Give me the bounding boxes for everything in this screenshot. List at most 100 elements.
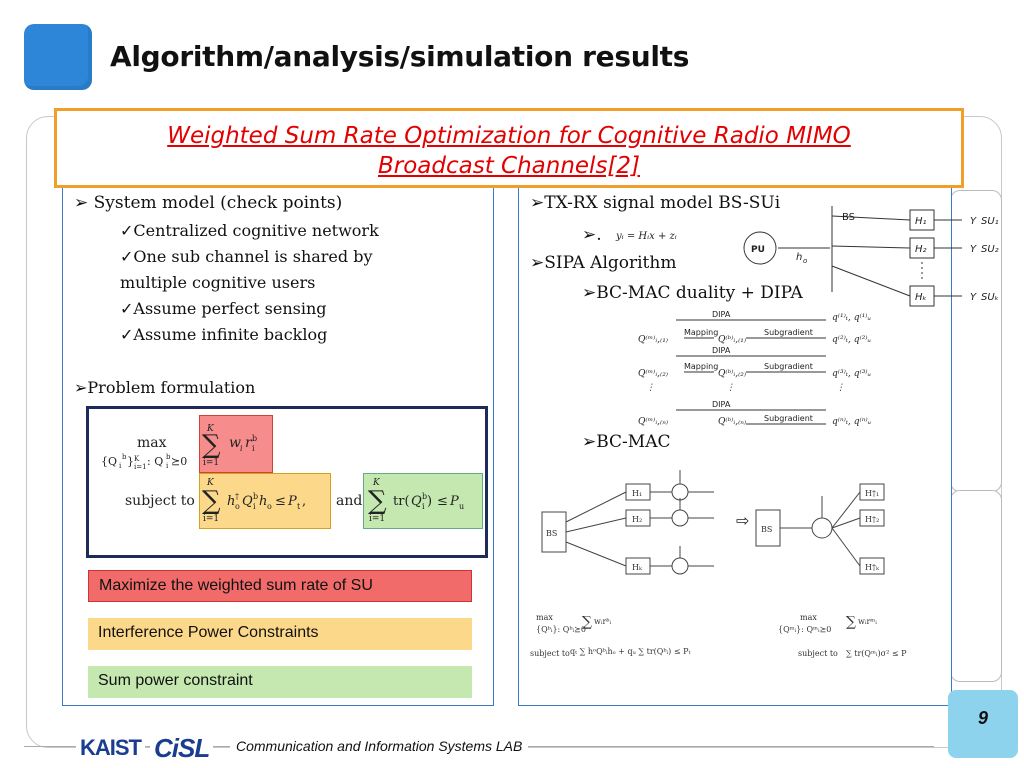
svg-text:∑: ∑ — [582, 614, 592, 630]
svg-text:SU₁: SU₁ — [981, 216, 999, 227]
dipa-diagram: DIPA Mapping Subgradient DIPA Mapping Su… — [638, 310, 872, 427]
svg-text:r: r — [245, 435, 253, 451]
svg-text:i: i — [166, 462, 169, 470]
svg-text:{Qᵐᵢ}: Qᵐᵢ⪰0: {Qᵐᵢ}: Qᵐᵢ⪰0 — [778, 625, 831, 634]
svg-text:u: u — [459, 502, 464, 511]
svg-text:i: i — [119, 462, 122, 470]
svg-text:K: K — [206, 478, 215, 488]
right-panel — [518, 182, 952, 706]
svg-text:): ) — [427, 494, 432, 509]
svg-text:∑: ∑ — [846, 614, 856, 630]
svg-text:i: i — [253, 502, 256, 511]
bcmac-heading: ➢BC-MAC — [582, 432, 671, 452]
svg-text:K: K — [372, 478, 381, 488]
duality-heading: ➢BC-MAC duality + DIPA — [582, 283, 803, 303]
svg-text:i=1: i=1 — [369, 514, 385, 524]
svg-text:tr(: tr( — [393, 494, 410, 509]
svg-text:wᵢrᵇᵢ: wᵢrᵇᵢ — [594, 617, 611, 626]
title-accent-square — [24, 24, 92, 90]
svg-text:⋮: ⋮ — [646, 383, 655, 393]
page-title: Algorithm/analysis/simulation results — [110, 40, 690, 73]
signal-equation-bullet: ➢. — [582, 225, 602, 245]
svg-text:Q⁽ᵐ⁾ᵢ,₍₁₎: Q⁽ᵐ⁾ᵢ,₍₁₎ — [638, 334, 668, 345]
check-item: ✓One sub channel is shared by — [120, 247, 373, 266]
objective-highlight — [199, 415, 273, 473]
svg-text:Y: Y — [970, 244, 977, 255]
svg-text:K: K — [134, 455, 140, 463]
svg-text:Y: Y — [970, 292, 977, 303]
svg-text:H₁: H₁ — [915, 216, 927, 227]
svg-text:h: h — [259, 494, 267, 509]
svg-text:K: K — [206, 424, 215, 434]
svg-text:o: o — [803, 257, 807, 265]
svg-text:DIPA: DIPA — [712, 400, 731, 409]
page-number-box: 9 — [948, 690, 1018, 758]
svg-text:SU₂: SU₂ — [981, 244, 999, 255]
svg-text:{Q: {Q — [101, 455, 117, 468]
subtitle-box: Weighted Sum Rate Optimization for Cogni… — [54, 108, 964, 188]
svg-text:{Qᵇᵢ}: Qᵇᵢ⪰0: {Qᵇᵢ}: Qᵇᵢ⪰0 — [536, 625, 586, 634]
svg-text:i=1: i=1 — [134, 463, 147, 471]
svg-text:i=1: i=1 — [203, 458, 219, 468]
svg-text:Q⁽ᵐ⁾ᵢ,₍ₙ₎: Q⁽ᵐ⁾ᵢ,₍ₙ₎ — [638, 416, 668, 427]
svg-text:}: } — [127, 455, 134, 468]
svg-text:H₁: H₁ — [632, 489, 642, 498]
svg-text:Q⁽ᵇ⁾ᵢ,₍₁₎: Q⁽ᵇ⁾ᵢ,₍₁₎ — [718, 334, 746, 345]
svg-text:wᵢrᵐᵢ: wᵢrᵐᵢ — [858, 617, 877, 626]
check-item: ✓Centralized cognitive network — [120, 221, 379, 240]
svg-text:o: o — [235, 502, 240, 511]
svg-text:qₜ ∑ hᵒQᵇᵢhₒ + qᵤ ∑ tr(Qᵇᵢ) ≤: qₜ ∑ hᵒQᵇᵢhₒ + qᵤ ∑ tr(Qᵇᵢ) ≤ Pₜ — [570, 647, 690, 656]
side-decor-box — [950, 490, 1002, 682]
svg-text:i: i — [252, 444, 255, 453]
power-statement: Sum power constraint — [88, 666, 472, 698]
svg-text:b: b — [122, 453, 127, 461]
svg-text:†: † — [235, 492, 239, 501]
svg-text:BS: BS — [546, 529, 557, 538]
svg-text:h: h — [227, 494, 235, 509]
sipa-heading: ➢SIPA Algorithm — [530, 253, 677, 273]
svg-text:subject to: subject to — [125, 493, 195, 509]
svg-text:b: b — [166, 453, 171, 461]
svg-text:Q⁽ᵇ⁾ᵢ,₍₂₎: Q⁽ᵇ⁾ᵢ,₍₂₎ — [718, 368, 746, 379]
svg-text:subject to: subject to — [798, 649, 838, 658]
svg-text:≤: ≤ — [275, 494, 286, 509]
svg-text:≤: ≤ — [437, 494, 448, 509]
svg-text:⇨: ⇨ — [736, 511, 749, 530]
interference-statement: Interference Power Constraints — [88, 618, 472, 650]
svg-text:∑: ∑ — [202, 486, 221, 516]
svg-text:Q: Q — [242, 494, 253, 509]
svg-text:Y: Y — [970, 216, 977, 227]
svg-text:b: b — [252, 434, 257, 443]
svg-text:: Q: : Q — [147, 455, 163, 468]
check-item: multiple cognitive users — [120, 273, 316, 292]
svg-text:i=1: i=1 — [203, 514, 219, 524]
svg-text:q⁽ⁿ⁾ₜ, q⁽ⁿ⁾ᵤ: q⁽ⁿ⁾ₜ, q⁽ⁿ⁾ᵤ — [832, 416, 872, 427]
svg-text:w: w — [229, 435, 241, 451]
svg-text:Subgradient: Subgradient — [764, 362, 813, 371]
svg-text:H₂: H₂ — [632, 515, 642, 524]
svg-text:b: b — [422, 492, 427, 501]
svg-text:and: and — [336, 493, 362, 509]
svg-text:h: h — [796, 252, 802, 263]
svg-text:q⁽²⁾ₜ, q⁽²⁾ᵤ: q⁽²⁾ₜ, q⁽²⁾ᵤ — [832, 334, 872, 345]
svg-text:P: P — [287, 494, 297, 509]
svg-text:H†ₖ: H†ₖ — [865, 563, 880, 572]
svg-text:Mapping: Mapping — [684, 328, 718, 337]
svg-text:Q⁽ᵐ⁾ᵢ,₍₂₎: Q⁽ᵐ⁾ᵢ,₍₂₎ — [638, 368, 668, 379]
svg-text:Q: Q — [411, 494, 422, 509]
svg-text:q⁽¹⁾ₜ, q⁽¹⁾ᵤ: q⁽¹⁾ₜ, q⁽¹⁾ᵤ — [832, 312, 872, 323]
svg-text:i: i — [240, 444, 243, 453]
bs-label: BS — [842, 212, 855, 223]
svg-text:subject to: subject to — [530, 649, 570, 658]
page-number: 9 — [977, 708, 988, 728]
system-model-heading: ➢ System model (check points) — [74, 193, 343, 213]
svg-text:o: o — [267, 502, 272, 511]
svg-text:i: i — [422, 502, 425, 511]
svg-text:,: , — [302, 494, 306, 509]
svg-text:t: t — [297, 502, 301, 511]
lab-name: Communication and Information Systems LA… — [230, 738, 529, 754]
svg-text:Subgradient: Subgradient — [764, 414, 813, 423]
svg-text:H†₁: H†₁ — [865, 489, 879, 498]
